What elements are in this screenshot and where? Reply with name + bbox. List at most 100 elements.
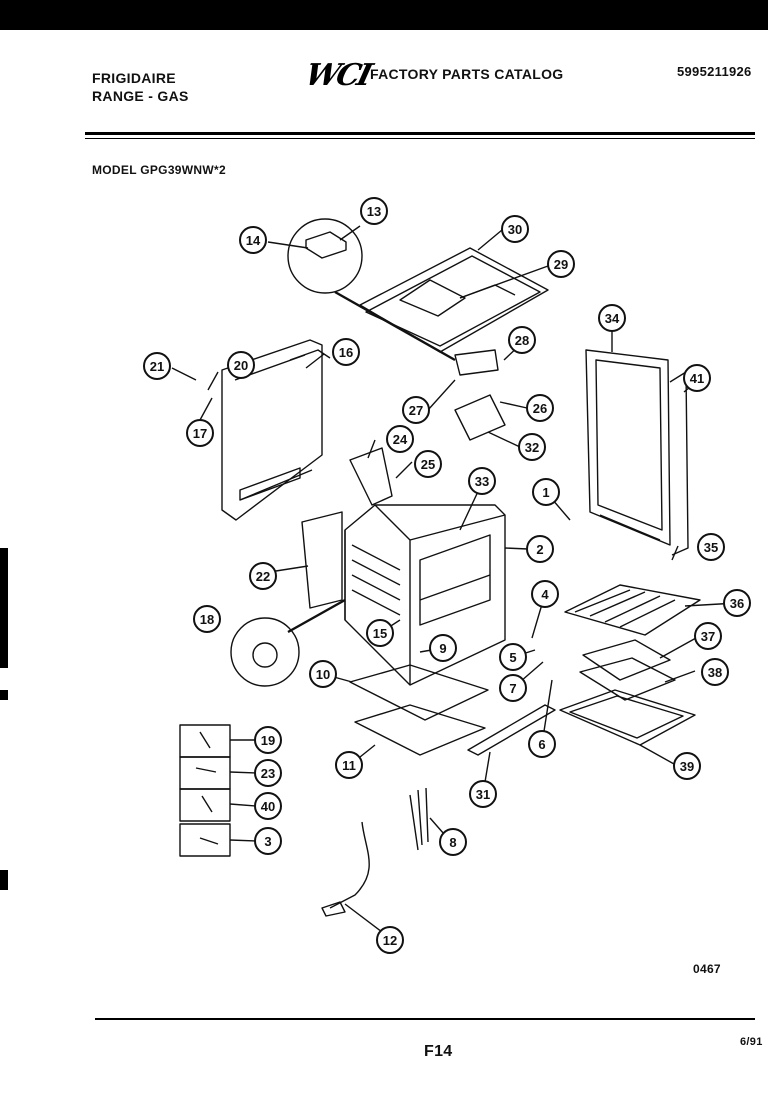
scan-left-mark: [0, 870, 8, 890]
page-number: F14: [424, 1043, 453, 1060]
vent-duct: [349, 447, 393, 506]
bracket: [289, 349, 331, 361]
product-type: RANGE - GAS: [92, 88, 189, 104]
callout-31: 31: [469, 780, 497, 808]
callout-19: 19: [254, 726, 282, 754]
catalog-number: 5995211926: [677, 64, 752, 79]
callout-number-23: 23: [261, 766, 275, 781]
callout-25: 25: [414, 450, 442, 478]
callout-1: 1: [532, 478, 560, 506]
gas-valve-assembly: [334, 290, 506, 441]
callout-34: 34: [598, 304, 626, 332]
callout-number-4: 4: [541, 587, 549, 602]
callout-4: 4: [531, 580, 559, 608]
callout-23: 23: [254, 759, 282, 787]
scan-left-mark: [0, 548, 8, 668]
callout-6: 6: [528, 730, 556, 758]
callout-number-40: 40: [261, 799, 275, 814]
callout-22: 22: [249, 562, 277, 590]
scan-top-border: [0, 0, 768, 30]
callout-8: 8: [439, 828, 467, 856]
callout-37: 37: [694, 622, 722, 650]
callout-number-13: 13: [367, 204, 381, 219]
callout-2: 2: [526, 535, 554, 563]
callout-41: 41: [683, 364, 711, 392]
callout-13: 13: [360, 197, 388, 225]
callout-30: 30: [501, 215, 529, 243]
callout-24: 24: [386, 425, 414, 453]
callout-number-35: 35: [704, 540, 718, 555]
callout-number-12: 12: [383, 933, 397, 948]
callout-5: 5: [499, 643, 527, 671]
callout-40: 40: [254, 792, 282, 820]
callout-21: 21: [143, 352, 171, 380]
callout-number-15: 15: [373, 626, 387, 641]
callout-number-41: 41: [690, 371, 704, 386]
scan-left-mark: [0, 690, 8, 700]
callout-number-6: 6: [538, 737, 545, 752]
callout-18: 18: [193, 605, 221, 633]
callout-number-18: 18: [200, 612, 214, 627]
callout-39: 39: [673, 752, 701, 780]
callout-9: 9: [429, 634, 457, 662]
oven-door: [585, 349, 689, 556]
header-rule: [85, 132, 755, 135]
callout-number-25: 25: [421, 457, 435, 472]
callout-number-21: 21: [150, 359, 164, 374]
callout-number-3: 3: [264, 834, 271, 849]
callout-number-1: 1: [542, 485, 549, 500]
callout-number-39: 39: [680, 759, 694, 774]
callout-number-14: 14: [246, 233, 261, 248]
oven-racks: [559, 584, 701, 746]
callout-number-24: 24: [393, 432, 408, 447]
callout-number-7: 7: [509, 681, 516, 696]
callout-number-19: 19: [261, 733, 275, 748]
print-date: 6/91: [740, 1036, 763, 1048]
callout-number-29: 29: [554, 257, 568, 272]
callout-number-36: 36: [730, 596, 744, 611]
callout-10: 10: [309, 660, 337, 688]
callout-28: 28: [508, 326, 536, 354]
callout-number-20: 20: [234, 358, 248, 373]
callout-number-28: 28: [515, 333, 529, 348]
catalog-title: FACTORY PARTS CATALOG: [370, 66, 564, 82]
burner-inset: [230, 598, 346, 687]
callout-number-26: 26: [533, 401, 547, 416]
callout-16: 16: [332, 338, 360, 366]
callout-number-11: 11: [342, 758, 356, 773]
power-cord: [321, 821, 370, 917]
callout-number-32: 32: [525, 440, 539, 455]
callout-26: 26: [526, 394, 554, 422]
callout-32: 32: [518, 433, 546, 461]
callout-20: 20: [227, 351, 255, 379]
callout-number-37: 37: [701, 629, 715, 644]
callout-17: 17: [186, 419, 214, 447]
callout-number-31: 31: [476, 787, 490, 802]
callout-number-2: 2: [536, 542, 543, 557]
callout-33: 33: [468, 467, 496, 495]
callout-number-17: 17: [193, 426, 207, 441]
brand-name: FRIGIDAIRE: [92, 70, 176, 86]
callout-38: 38: [701, 658, 729, 686]
header-rule-thin: [85, 138, 755, 139]
callout-number-16: 16: [339, 345, 353, 360]
side-panel: [301, 511, 343, 609]
callout-27: 27: [402, 396, 430, 424]
callout-12: 12: [376, 926, 404, 954]
broiler-drawer: [349, 664, 556, 756]
callout-number-22: 22: [256, 569, 270, 584]
callout-35: 35: [697, 533, 725, 561]
footer-rule: [95, 1018, 755, 1020]
model-number: MODEL GPG39WNW*2: [92, 163, 226, 177]
callout-3: 3: [254, 827, 282, 855]
callout-number-10: 10: [316, 667, 330, 682]
callout-36: 36: [723, 589, 751, 617]
drawing-code: 0467: [693, 962, 721, 976]
callout-15: 15: [366, 619, 394, 647]
oven-body: [344, 504, 506, 686]
callout-number-8: 8: [449, 835, 456, 850]
callout-14: 14: [239, 226, 267, 254]
callout-number-30: 30: [508, 222, 522, 237]
